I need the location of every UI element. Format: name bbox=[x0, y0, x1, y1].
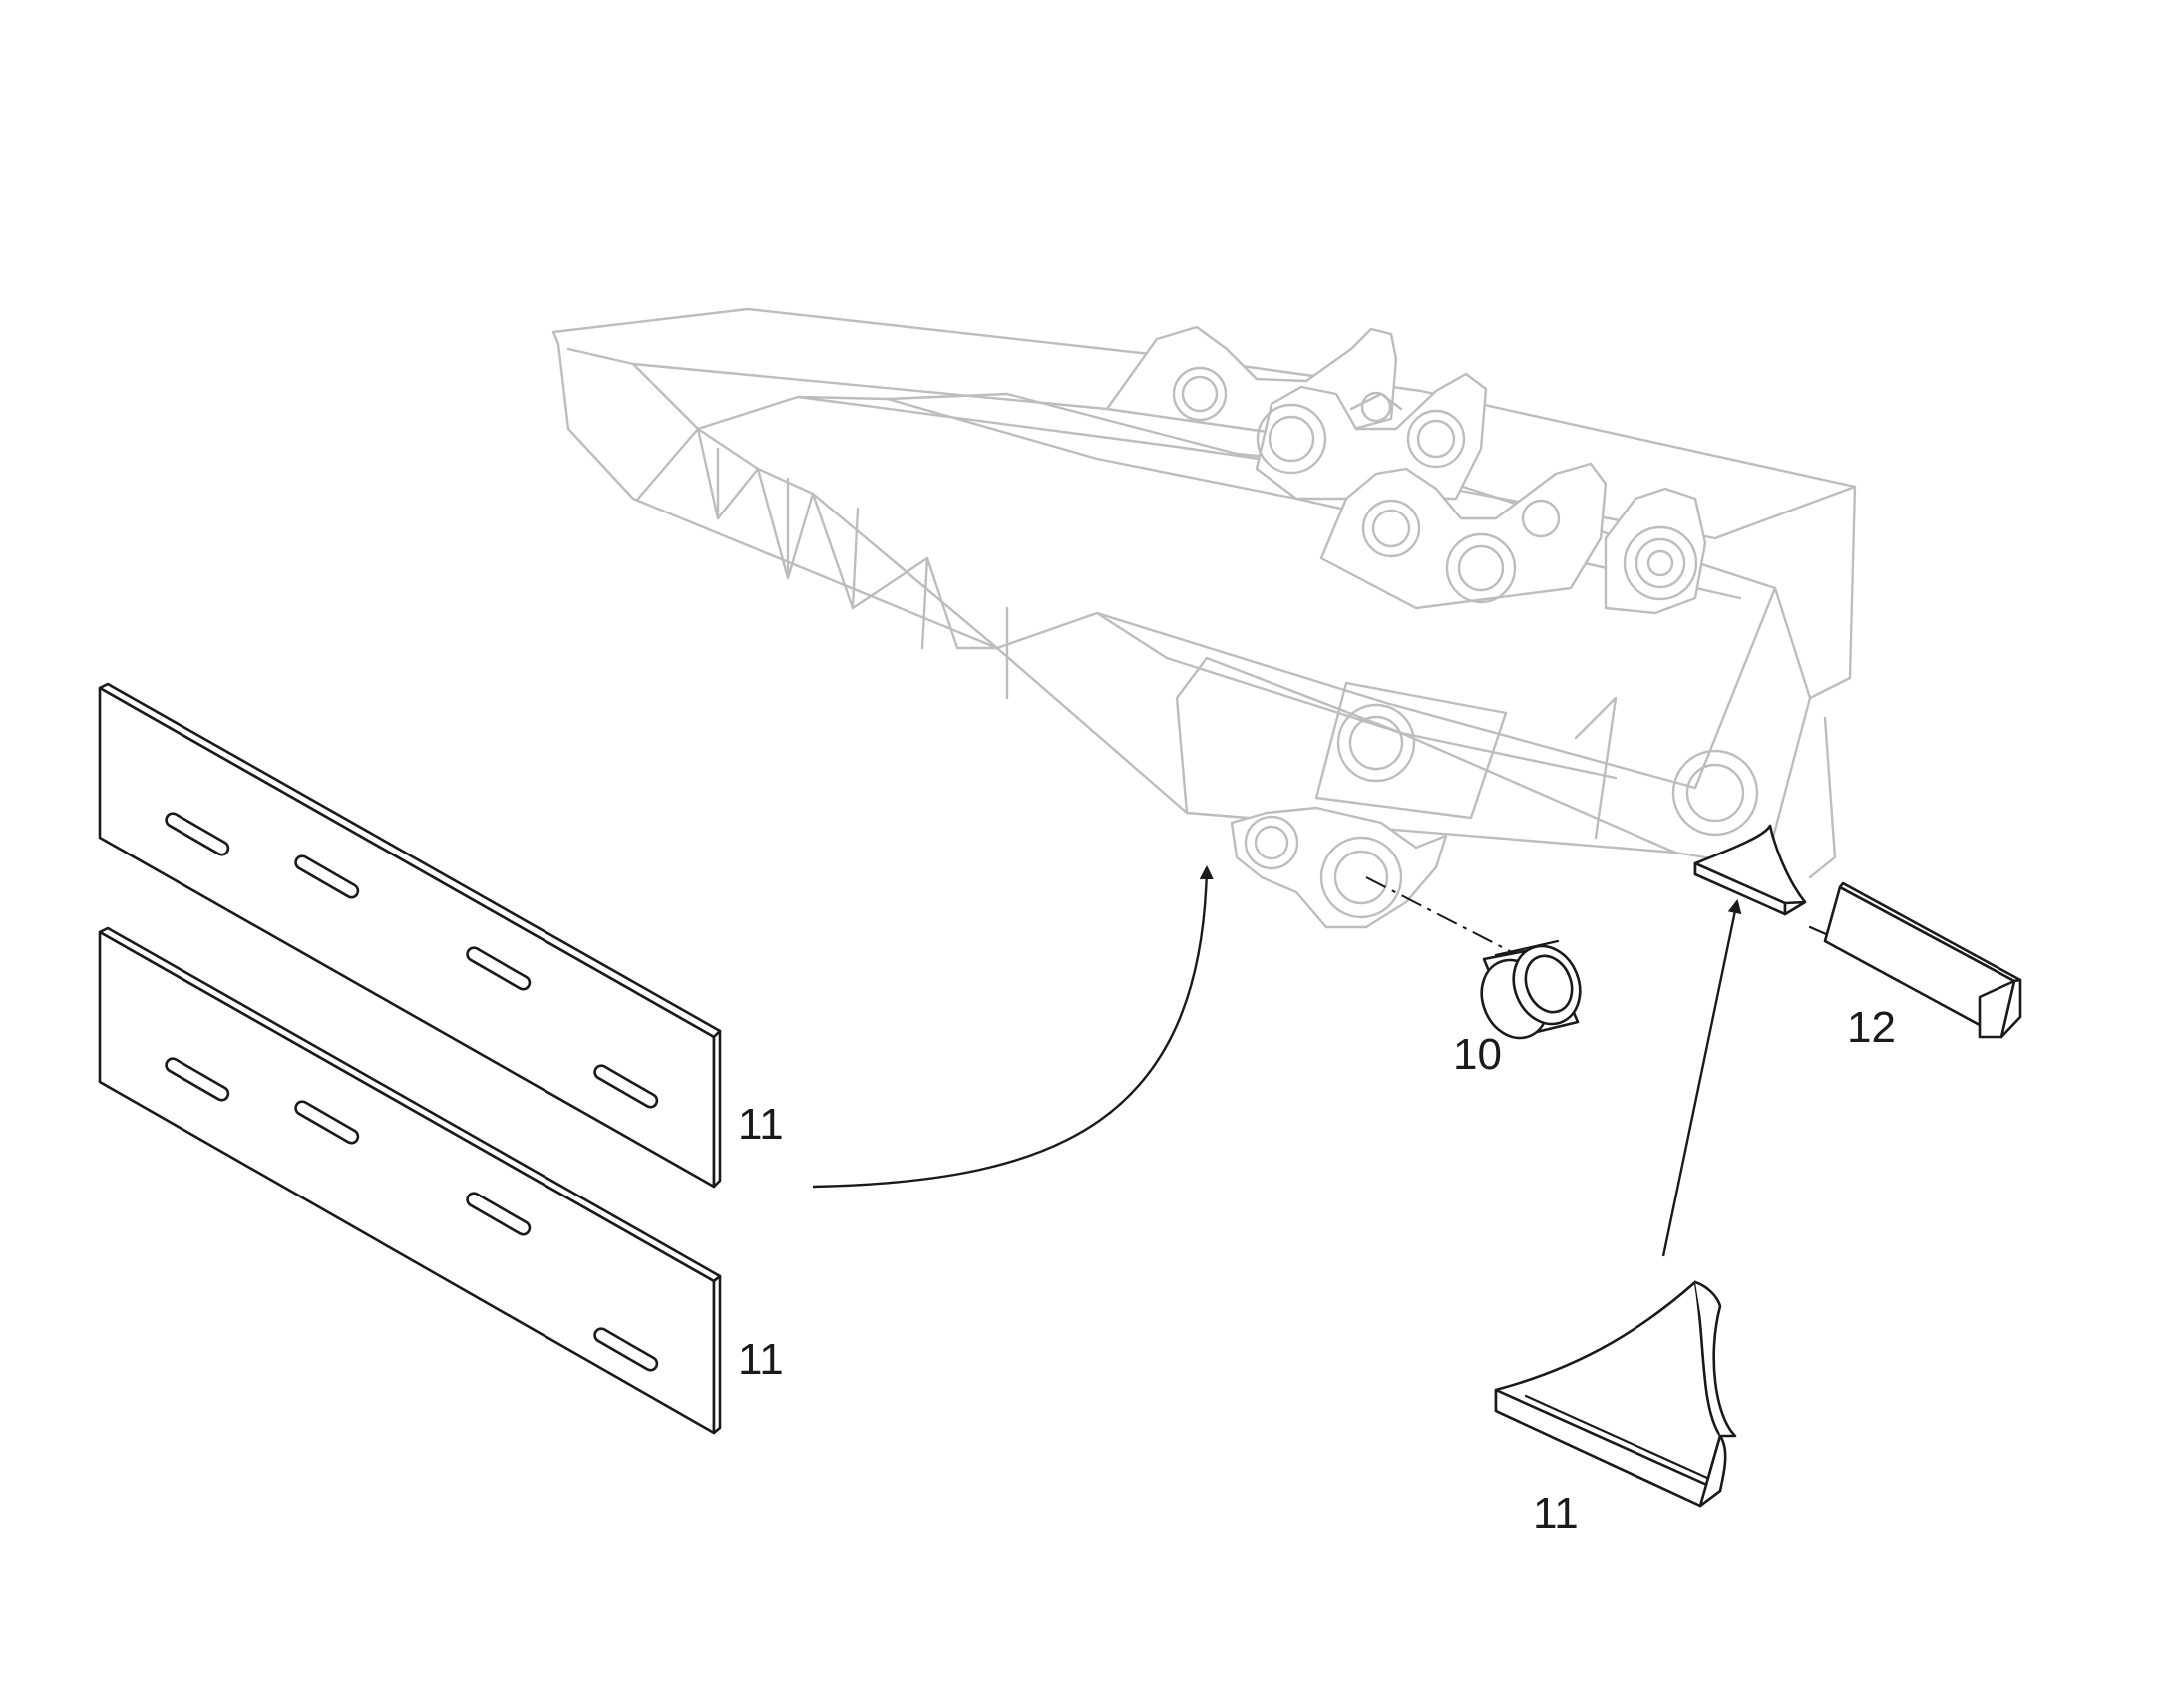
assembly-arrow-plates bbox=[812, 865, 1214, 1189]
label-plate-upper: 11 bbox=[738, 1100, 784, 1149]
pin bbox=[1823, 881, 2022, 1039]
wear-plate-lower bbox=[98, 926, 722, 1435]
label-pin: 12 bbox=[1847, 1003, 1896, 1052]
assembly-arrow-gusset bbox=[1661, 899, 1742, 1257]
label-bushing: 10 bbox=[1453, 1030, 1502, 1079]
gusset-installed bbox=[1693, 824, 1807, 916]
wear-plate-upper bbox=[98, 682, 722, 1189]
boom-frame bbox=[551, 307, 1857, 929]
label-gusset: 11 bbox=[1533, 1489, 1579, 1537]
bushing bbox=[1480, 939, 1582, 1040]
gusset-loose bbox=[1494, 1280, 1737, 1508]
label-plate-lower: 11 bbox=[738, 1335, 784, 1384]
